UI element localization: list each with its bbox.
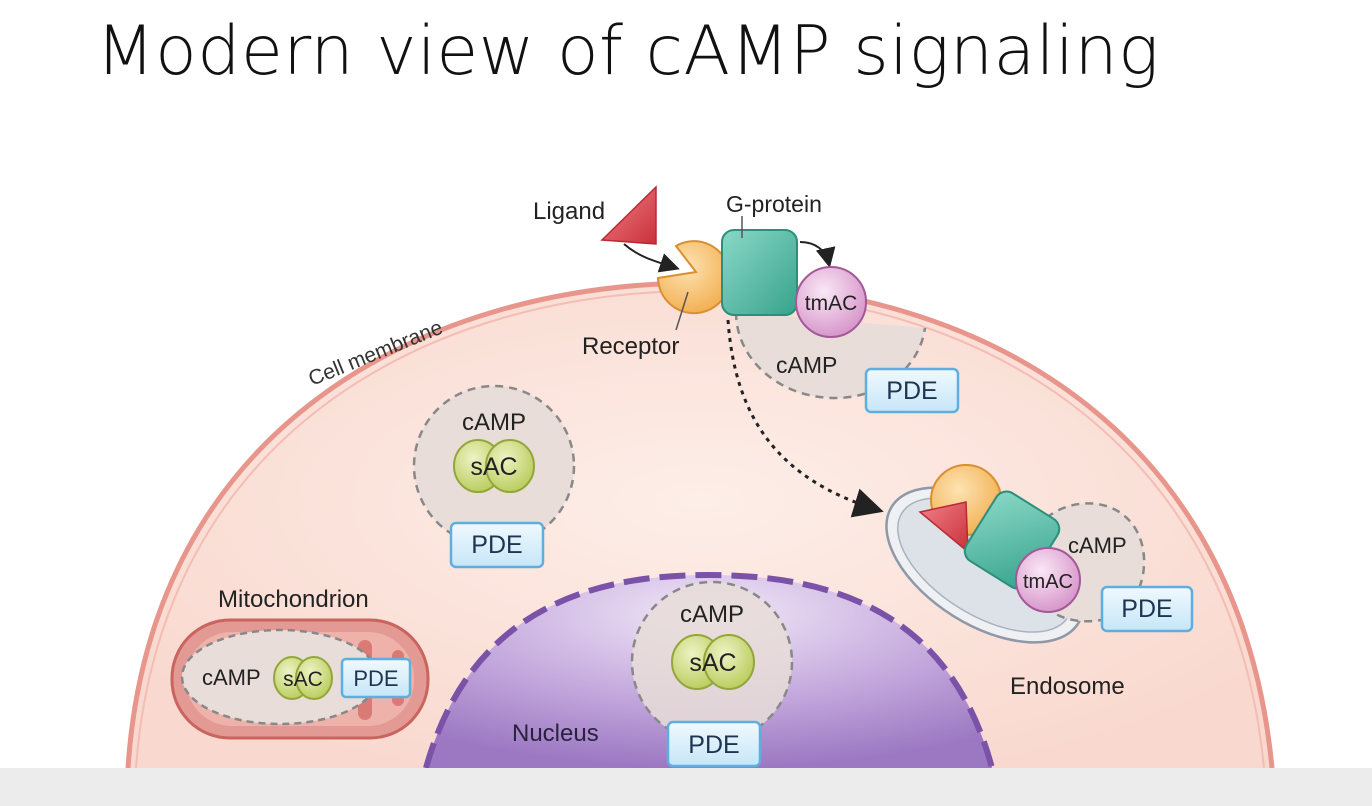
mito-sac: sAC [273,656,333,700]
mitochondrion: cAMP sAC PDE [170,618,430,740]
endosome-tmac-label: tmAC [1023,571,1073,593]
endosome-camp-label: cAMP [1068,533,1127,558]
cytosol-microdomain: cAMP sAC PDE [412,384,576,569]
internalization-arrow [726,319,884,518]
g-protein-label: G-protein [726,191,822,217]
nuclear-microdomain: cAMP sAC PDE [630,580,794,768]
nuclear-pde-label: PDE [688,731,739,759]
mito-sac-label: sAC [283,668,323,691]
ligand-triangle [600,185,657,245]
receptor-label: Receptor [582,333,679,360]
membrane-camp-label: cAMP [776,352,837,378]
ligand-label: Ligand [533,198,605,225]
mito-pde-label: PDE [353,666,398,691]
mito-camp-label: cAMP [202,665,261,690]
receptor [656,240,731,315]
cytosol-sac-label: sAC [470,453,517,481]
membrane-pde-label: PDE [886,377,937,405]
g-protein [721,229,798,316]
nuclear-sac-label: sAC [689,649,736,677]
bottom-strip [0,768,1372,806]
g-protein-arrow [799,241,836,268]
membrane-tmac: tmAC [795,266,867,338]
nuclear-sac: sAC [671,634,755,690]
membrane-pde: PDE [864,367,960,414]
cytosol-pde-label: PDE [471,531,522,559]
cytosol-sac: sAC [453,439,535,493]
endosome-pde-label: PDE [1121,595,1172,623]
membrane-tmac-label: tmAC [805,292,858,315]
mito-pde: PDE [340,657,412,699]
cytosol-pde: PDE [449,521,545,569]
nuclear-camp-label: cAMP [680,601,744,628]
endosome-pde: PDE [1100,585,1194,633]
slide-title: Modern view of cAMP signaling [96,12,1160,91]
nucleus-label: Nucleus [512,720,599,747]
endosome: tmAC cAMP PDE [885,464,1194,644]
endosome-tmac: tmAC [1015,547,1081,613]
endosome-label: Endosome [1010,673,1125,700]
ligand-arrow [623,243,680,273]
nuclear-pde: PDE [666,720,762,768]
cytosol-camp-label: cAMP [462,409,526,436]
mitochondrion-label: Mitochondrion [218,586,369,613]
